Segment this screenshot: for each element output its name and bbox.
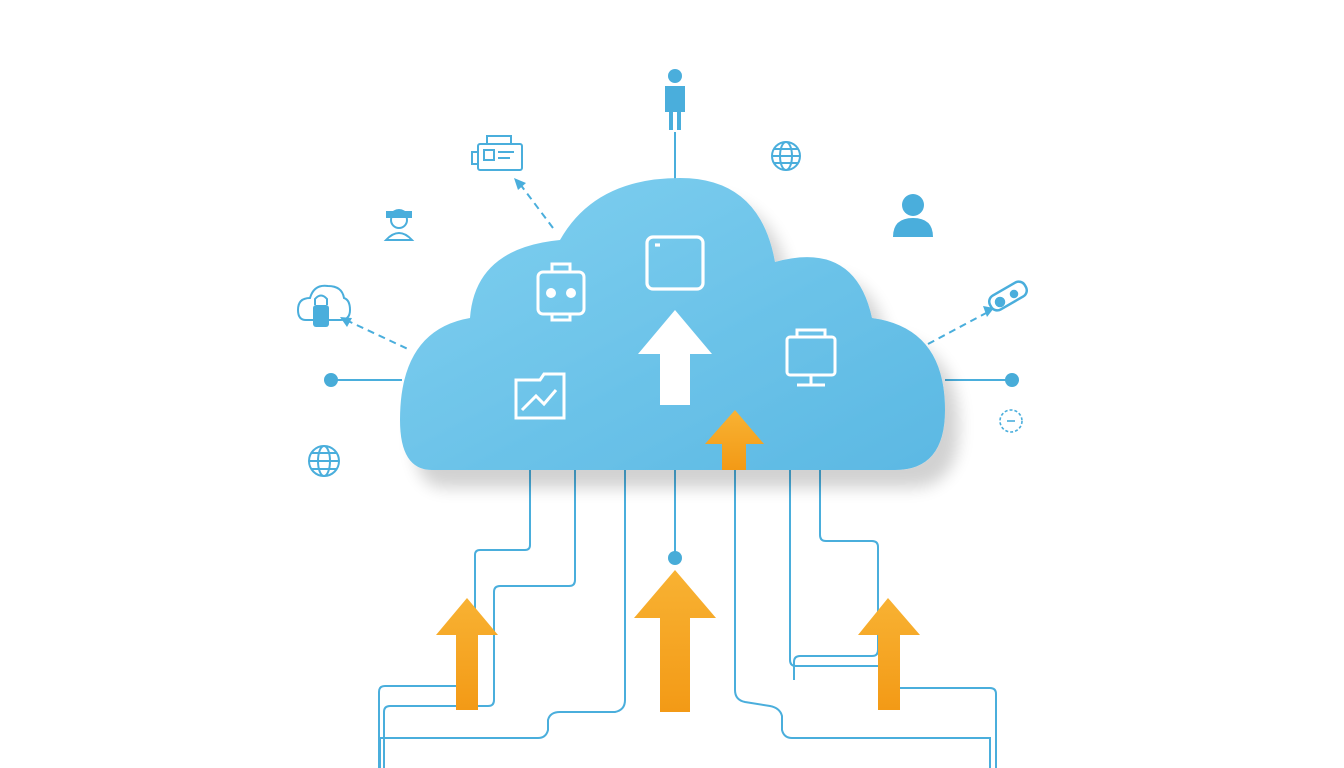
printer-link-head	[514, 178, 526, 190]
gear-circle-icon	[999, 409, 1023, 433]
arrow-left	[436, 598, 498, 710]
right-node	[1005, 373, 1019, 387]
chart-icon	[514, 372, 566, 420]
arrow-right	[858, 598, 920, 710]
arrow-center	[634, 570, 716, 712]
circuit-line	[793, 470, 879, 680]
usb-key-icon	[987, 280, 1029, 312]
person-icon	[665, 69, 685, 130]
orange-arrows	[436, 410, 920, 712]
circuit-line	[734, 470, 991, 768]
monitor-icon	[785, 328, 837, 387]
usb-link	[927, 311, 989, 345]
cloud-lock-icon	[296, 284, 352, 327]
user-avatar-icon	[893, 194, 933, 237]
bottom-node	[668, 551, 682, 565]
robot-icon	[536, 262, 586, 322]
globe-icon	[771, 141, 801, 171]
printer-link	[519, 183, 557, 233]
connector-lines	[332, 132, 1010, 381]
printer-icon	[471, 135, 523, 171]
left-node	[324, 373, 338, 387]
arrow-cloud-small	[705, 410, 764, 470]
circuit-line	[383, 470, 576, 768]
connector-nodes	[324, 373, 1019, 565]
upload-arrow-icon	[638, 310, 712, 405]
cloud-lock-link	[345, 319, 411, 351]
globe-small-icon	[308, 445, 340, 477]
support-agent-icon	[383, 209, 415, 241]
window-icon	[645, 235, 705, 291]
circuit-line	[379, 470, 626, 768]
